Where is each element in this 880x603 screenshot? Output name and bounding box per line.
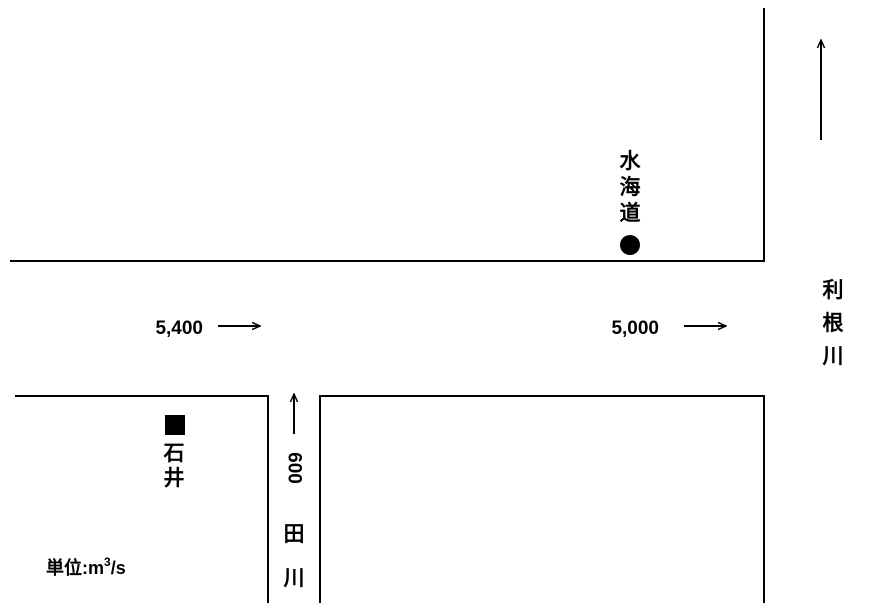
river-banks (10, 8, 765, 603)
upstream-flow-value: 5,400 (155, 318, 203, 339)
main-river-south-bank-west (15, 395, 269, 603)
tributary-river-name: 田 川 (283, 523, 305, 590)
station-suikaido-marker-icon (620, 235, 640, 255)
main-river-name: 利 根 川 (822, 279, 844, 368)
main-river-name-char-1: 利 (823, 279, 844, 302)
unit-label-suffix: /s (111, 558, 126, 578)
unit-label: 単位:m3/s (46, 555, 126, 578)
station-ishii: 石 井 (163, 415, 185, 490)
station-suikaido: 水 海 道 (620, 150, 642, 255)
station-suikaido-name-char-2: 海 (620, 175, 641, 199)
tributary-name-char-2: 川 (283, 567, 305, 590)
tributary-name-char-1: 田 (284, 523, 305, 546)
main-river-name-char-2: 根 (823, 312, 844, 335)
station-suikaido-name-char-1: 水 (620, 150, 642, 173)
unit-label-prefix: 単位:m (46, 557, 104, 578)
main-river-name-char-3: 川 (822, 345, 844, 368)
station-ishii-name-char-1: 石 (163, 442, 185, 465)
main-river-south-bank-east (319, 395, 765, 603)
tributary-flow-value: 600 (284, 452, 305, 484)
main-river-north-bank (10, 8, 765, 262)
station-ishii-name-char-2: 井 (164, 467, 185, 490)
downstream-flow-value: 5,000 (611, 318, 659, 339)
station-suikaido-name-char-3: 道 (620, 201, 641, 225)
unit-label-exponent: 3 (104, 555, 111, 569)
flow-arrows (218, 40, 821, 434)
station-ishii-marker-icon (165, 415, 185, 435)
